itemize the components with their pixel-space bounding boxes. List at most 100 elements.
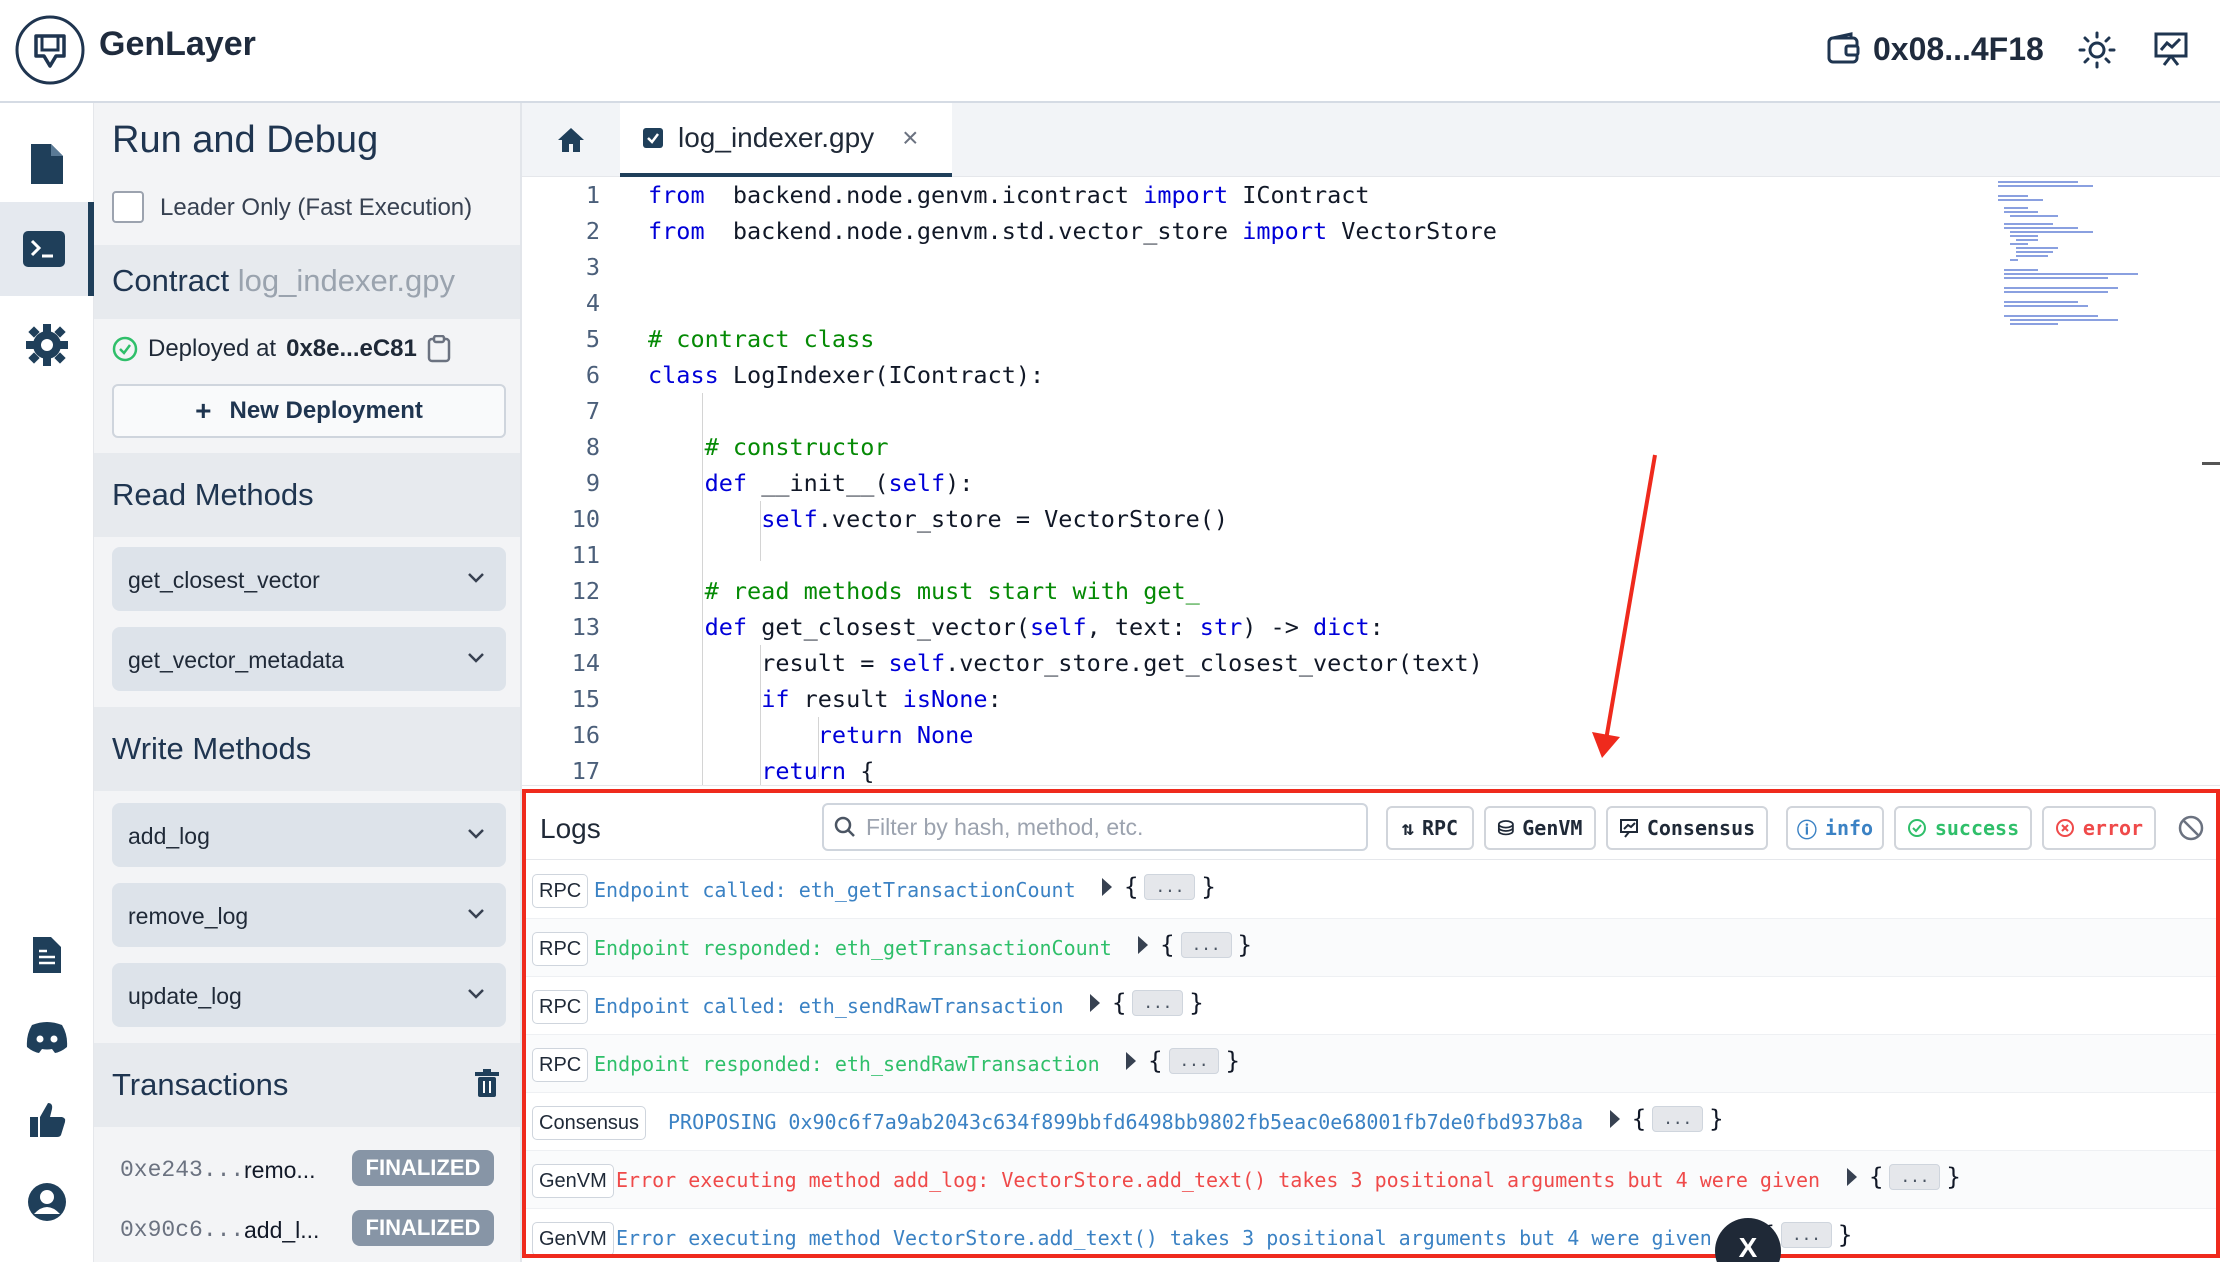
code-line[interactable]: 11 <box>522 537 2220 573</box>
logs-panel: Logs Filter by hash, method, etc. ⇅RPC ⛁… <box>522 785 2220 1262</box>
code-line[interactable]: 17 return { <box>522 753 2220 785</box>
nav-feedback[interactable] <box>0 1073 94 1167</box>
transactions-title: Transactions <box>112 1067 289 1102</box>
method-get-closest-vector[interactable]: get_closest_vector <box>112 547 506 611</box>
read-methods-title: Read Methods <box>112 477 314 512</box>
sun-icon[interactable] <box>2078 31 2116 69</box>
code-text: from backend.node.genvm.std.vector_store… <box>648 217 1497 245</box>
wallet-icon[interactable] <box>1826 31 1862 67</box>
nav-account[interactable] <box>0 1155 94 1249</box>
nav-run-debug[interactable] <box>0 202 94 296</box>
tx-method: remo... <box>244 1157 316 1183</box>
code-text: def get_closest_vector(self, text: str) … <box>704 613 1384 641</box>
chevron-down-icon <box>468 829 484 839</box>
filter-genvm-button[interactable]: ⛁GenVM <box>1484 806 1596 850</box>
brand-name: GenLayer <box>99 25 256 63</box>
filter-error-button[interactable]: error <box>2042 806 2156 850</box>
code-text: # read methods must start with get_ <box>704 577 1200 605</box>
log-message: Error executing method VectorStore.add_t… <box>616 1226 1712 1250</box>
method-label: update_log <box>128 983 242 1009</box>
line-number: 15 <box>571 685 600 713</box>
log-message: Endpoint called: eth_getTransactionCount <box>594 878 1076 902</box>
home-tab[interactable] <box>522 103 620 177</box>
code-line[interactable]: 12 # read methods must start with get_ <box>522 573 2220 609</box>
leader-only-label[interactable]: Leader Only (Fast Execution) <box>160 194 473 221</box>
read-methods-header: Read Methods <box>94 453 520 537</box>
log-payload-toggle[interactable]: {...} <box>1089 989 1204 1017</box>
collapsed-object: ... <box>1144 874 1196 900</box>
method-update-log[interactable]: update_log <box>112 963 506 1027</box>
filter-success-button[interactable]: success <box>1894 806 2032 850</box>
transaction-row[interactable]: 0xe243... remo... FINALIZED <box>94 1140 520 1198</box>
log-message: PROPOSING 0x90c6f7a9ab2043c634f899bbfd64… <box>668 1110 1584 1134</box>
log-payload-toggle[interactable]: {...} <box>1138 931 1252 959</box>
filter-consensus-button[interactable]: Consensus <box>1606 806 1768 850</box>
filter-label: Consensus <box>1646 816 1756 840</box>
code-line[interactable]: 10 self.vector_store = VectorStore() <box>522 501 2220 537</box>
method-get-vector-metadata[interactable]: get_vector_metadata <box>112 627 506 691</box>
logs-filter-input[interactable]: Filter by hash, method, etc. <box>822 803 1368 851</box>
code-minimap[interactable] <box>1998 178 2148 328</box>
code-line[interactable]: 5# contract class <box>522 321 2220 357</box>
code-line[interactable]: 9 def __init__(self): <box>522 465 2220 501</box>
ban-icon[interactable] <box>2178 815 2204 841</box>
code-line[interactable]: 4 <box>522 285 2220 321</box>
presentation-chart-icon[interactable] <box>2152 30 2190 68</box>
log-payload-toggle[interactable]: {...} <box>1609 1105 1724 1133</box>
indent-guide <box>818 717 819 777</box>
code-line[interactable]: 13 def get_closest_vector(self, text: st… <box>522 609 2220 645</box>
wallet-address[interactable]: 0x08...4F18 <box>1873 31 2044 67</box>
clipboard-icon[interactable] <box>427 335 451 363</box>
logs-title: Logs <box>540 813 601 844</box>
tab-log-indexer[interactable]: log_indexer.gpy × <box>620 103 952 177</box>
nav-docs[interactable] <box>0 908 94 1002</box>
method-remove-log[interactable]: remove_log <box>112 883 506 947</box>
method-add-log[interactable]: add_log <box>112 803 506 867</box>
home-icon <box>558 128 584 152</box>
scroll-position-marker <box>2202 462 2220 465</box>
code-line[interactable]: 16 return None <box>522 717 2220 753</box>
tab-label: log_indexer.gpy <box>678 122 875 153</box>
code-line[interactable]: 7 <box>522 393 2220 429</box>
terminal-icon <box>23 231 65 267</box>
tx-hash: 0xe243... <box>120 1157 245 1183</box>
line-number: 1 <box>585 181 600 209</box>
close-icon[interactable]: × <box>902 122 919 153</box>
transaction-row[interactable]: 0x90c6... add_l... FINALIZED <box>94 1200 520 1258</box>
nav-settings[interactable] <box>0 298 94 392</box>
new-deployment-button[interactable]: + New Deployment <box>112 384 506 438</box>
code-line[interactable]: 8 # constructor <box>522 429 2220 465</box>
nav-contracts[interactable] <box>0 117 94 211</box>
new-deployment-label: New Deployment <box>229 397 423 424</box>
leader-only-checkbox[interactable] <box>112 191 144 223</box>
method-label: get_vector_metadata <box>128 647 345 673</box>
trash-icon[interactable] <box>474 1069 500 1099</box>
nav-discord[interactable] <box>0 990 94 1084</box>
code-line[interactable]: 3 <box>522 249 2220 285</box>
contract-file-name: log_indexer.gpy <box>237 263 455 298</box>
hard-drive-icon: ⛁ <box>1497 816 1515 840</box>
log-category-badge: RPC <box>532 932 589 966</box>
genlayer-logo-icon[interactable] <box>14 14 86 86</box>
code-line[interactable]: 15 if result isNone: <box>522 681 2220 717</box>
filter-rpc-button[interactable]: ⇅RPC <box>1386 806 1474 850</box>
code-line[interactable]: 14 result = self.vector_store.get_closes… <box>522 645 2220 681</box>
log-message: Endpoint responded: eth_getTransactionCo… <box>594 936 1112 960</box>
log-payload-toggle[interactable]: {...} <box>1102 873 1216 901</box>
log-payload-toggle[interactable]: {...} <box>1126 1047 1240 1075</box>
log-payload-toggle[interactable]: {...} <box>1847 1163 1961 1191</box>
method-label: get_closest_vector <box>128 567 320 593</box>
collapsed-object: ... <box>1180 932 1232 958</box>
